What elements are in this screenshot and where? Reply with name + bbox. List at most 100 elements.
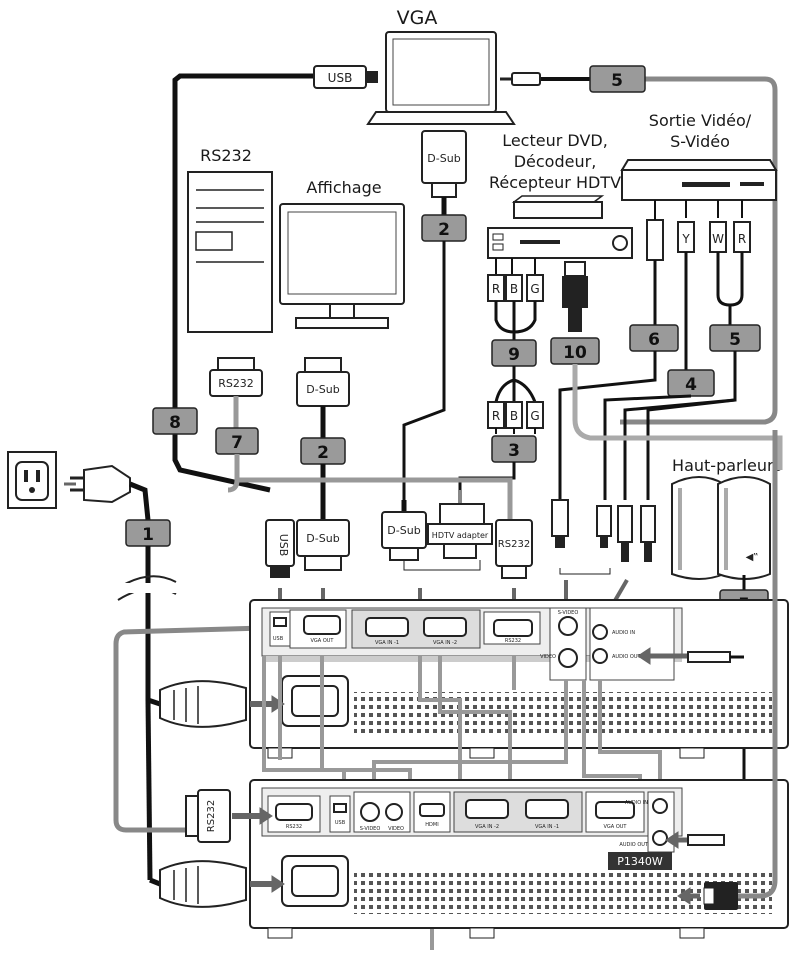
rs232-connector-mid: RS232 — [495, 519, 533, 579]
svg-text:10: 10 — [563, 343, 587, 363]
svideo-plug-top — [646, 219, 664, 328]
monitor-icon — [279, 203, 405, 329]
label-dvd-3: Récepteur HDTV — [489, 173, 621, 192]
power-plug-icon — [64, 464, 131, 504]
svg-text:RS232: RS232 — [505, 638, 521, 644]
label-rs232: RS232 — [200, 146, 252, 165]
svg-text:B: B — [510, 282, 518, 296]
usb-plug-bottom-right — [703, 882, 738, 910]
svg-text:◀‟: ◀‟ — [746, 552, 759, 563]
hdmi-plug-top — [562, 261, 588, 332]
badge-6: 6 — [629, 324, 679, 352]
pc-tower-icon — [187, 171, 273, 333]
svg-text:RS232: RS232 — [218, 377, 254, 390]
badge-2-mid: 2 — [300, 437, 346, 465]
label-sortie-1: Sortie Vidéo/ — [649, 111, 752, 130]
badge-7: 7 — [215, 427, 259, 455]
svg-text:VGA IN -2: VGA IN -2 — [433, 640, 457, 646]
usb-connector-laptop: USB — [313, 65, 378, 89]
usb-connector-plug: USB — [265, 519, 295, 578]
svg-text:VGA IN -1: VGA IN -1 — [535, 824, 559, 830]
svg-text:S-VIDEO: S-VIDEO — [360, 826, 381, 832]
rca-plug-y: Y — [677, 200, 695, 380]
badge-1: 1 — [125, 519, 171, 547]
audio-plug-mid — [617, 505, 656, 562]
label-affichage: Affichage — [306, 178, 381, 197]
audio-cable-gray — [620, 76, 778, 425]
projector-bottom: P1340W RS232 USB S-VIDEO VIDEO HDMI VGA … — [249, 779, 789, 939]
svg-text:D-Sub: D-Sub — [427, 152, 460, 165]
svg-text:R: R — [492, 409, 500, 423]
svg-text:5: 5 — [729, 330, 741, 350]
svg-text:7: 7 — [231, 433, 243, 453]
power-cord-top — [147, 680, 247, 728]
svg-text:USB: USB — [328, 71, 353, 85]
badge-5-right: 5 — [709, 324, 761, 352]
label-sortie-2: S-Vidéo — [670, 132, 730, 151]
badge-3: 3 — [491, 435, 537, 463]
video-device-icon — [620, 159, 778, 201]
svg-text:4: 4 — [685, 375, 697, 395]
svg-text:1: 1 — [142, 525, 154, 545]
svg-text:B: B — [510, 409, 518, 423]
svg-text:VIDEO: VIDEO — [388, 826, 404, 832]
label-vga: VGA — [397, 7, 438, 29]
label-haut-parleurs: Haut-parleurs — [672, 456, 782, 475]
svg-text:6: 6 — [648, 330, 660, 350]
svideo-plug-bottom — [551, 499, 569, 548]
svg-text:8: 8 — [169, 413, 181, 433]
rca-plugs-rbg-top: R B G — [487, 258, 544, 302]
svg-text:RS232: RS232 — [286, 824, 302, 830]
svg-text:USB: USB — [273, 636, 284, 642]
dsub-connector-monitor: D-Sub — [296, 357, 350, 407]
rca-plug-r: R — [733, 200, 751, 253]
svg-text:D-Sub: D-Sub — [306, 532, 339, 545]
projector-top: USB VGA OUT VGA IN -1 VGA IN -2 RS232 S-… — [249, 599, 789, 759]
svg-text:2: 2 — [317, 443, 329, 463]
rca-plug-video — [596, 505, 612, 548]
rca-plugs-rbg-bottom: R B G — [487, 401, 544, 429]
svg-text:D-Sub: D-Sub — [306, 383, 339, 396]
model-label: P1340W — [617, 855, 663, 868]
svg-text:RS232: RS232 — [206, 800, 217, 832]
badge-2-top: 2 — [421, 214, 467, 242]
power-outlet-icon — [7, 451, 57, 509]
svg-text:AUDIO IN: AUDIO IN — [612, 630, 635, 636]
svg-text:D-Sub: D-Sub — [387, 524, 420, 537]
badge-9: 9 — [491, 339, 537, 367]
svg-text:VGA IN -1: VGA IN -1 — [375, 640, 399, 646]
svg-text:2: 2 — [438, 220, 450, 240]
svg-text:5: 5 — [611, 71, 623, 91]
svg-text:AUDIO OUT: AUDIO OUT — [612, 654, 642, 660]
badge-8: 8 — [152, 407, 198, 435]
svg-text:G: G — [530, 282, 539, 296]
badge-5-top: 5 — [589, 65, 646, 93]
dsub-connector-top: D-Sub — [421, 130, 467, 198]
audio-plug-laptop — [500, 72, 541, 86]
svg-text:R: R — [492, 282, 500, 296]
svg-text:VGA OUT: VGA OUT — [604, 824, 628, 830]
rs232-connector-left: RS232 — [209, 357, 263, 397]
arrows-bottom — [232, 807, 700, 905]
dsub-connector-mid: D-Sub — [381, 511, 427, 561]
svg-text:VGA OUT: VGA OUT — [311, 638, 335, 644]
svg-text:9: 9 — [508, 345, 520, 365]
svg-text:HDTV adapter: HDTV adapter — [432, 531, 489, 540]
svg-text:AUDIO OUT: AUDIO OUT — [619, 842, 649, 848]
label-dvd-2: Décodeur, — [514, 152, 597, 171]
svg-text:RS232: RS232 — [498, 539, 530, 550]
svg-text:S-VIDEO: S-VIDEO — [558, 610, 579, 616]
rca-plug-w: W — [709, 200, 727, 253]
hdtv-adapter: HDTV adapter — [427, 490, 493, 559]
svg-text:VIDEO: VIDEO — [540, 654, 556, 660]
svg-text:Y: Y — [681, 232, 690, 246]
svg-text:VGA IN -2: VGA IN -2 — [475, 824, 499, 830]
dsub-connector-monitor-bottom: D-Sub — [296, 519, 350, 571]
dvd-player-icon — [487, 195, 633, 259]
svg-text:R: R — [738, 232, 746, 246]
label-dvd-1: Lecteur DVD, — [502, 131, 608, 150]
svg-text:USB: USB — [277, 534, 290, 557]
svg-text:USB: USB — [335, 820, 346, 826]
svg-text:HDMI: HDMI — [425, 822, 438, 828]
